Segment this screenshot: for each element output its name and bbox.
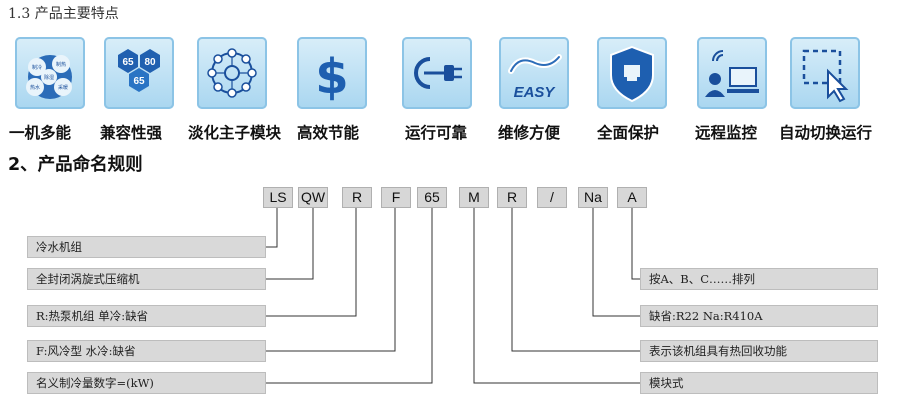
power-plug-icon (402, 37, 472, 109)
feature-label: 运行可靠 (405, 124, 468, 142)
desc-compressor: 全封闭涡旋式压缩机 (27, 268, 266, 290)
code-part-a: A (617, 187, 647, 208)
feature-label: 淡化主子模块 (188, 124, 282, 142)
desc-chiller: 冷水机组 (27, 236, 266, 258)
cursor-select-icon (790, 37, 860, 109)
section-title: 1.3 产品主要特点 (8, 6, 119, 22)
code-part-m: M (459, 187, 489, 208)
desc-modular: 模块式 (640, 372, 878, 394)
bubble-label: 采暖 (58, 84, 68, 91)
feature-label: 维修方便 (498, 124, 561, 142)
feature-label: 自动切换运行 (779, 124, 873, 142)
code-part-r: R (342, 187, 372, 208)
easy-badge: EASY (514, 84, 557, 101)
feature-label: 远程监控 (695, 124, 758, 142)
desc-air-cooled: F:风冷型 水冷:缺省 (27, 340, 266, 362)
code-part-ls: LS (263, 187, 293, 208)
desc-refrigerant: 缺省:R22 Na:R410A (640, 305, 878, 327)
compat-number: 80 (144, 57, 156, 68)
desc-sequence: 按A、B、C……排列 (640, 268, 878, 290)
feature-label: 高效节能 (297, 124, 360, 142)
code-part-r2: R (497, 187, 527, 208)
code-part-slash: / (537, 187, 567, 208)
feature-label: 全面保护 (597, 124, 660, 142)
code-part-qw: QW (298, 187, 328, 208)
feature-label: 一机多能 (9, 124, 72, 142)
wrench-easy-icon: EASY (499, 37, 569, 109)
code-part-na: Na (578, 187, 608, 208)
naming-title: 2、产品命名规则 (8, 155, 143, 175)
code-part-65: 65 (417, 187, 447, 208)
svg-text:$: $ (315, 49, 348, 105)
compat-number: 65 (133, 76, 145, 87)
feature-label: 兼容性强 (100, 124, 163, 142)
dollar-icon: $ (297, 37, 367, 109)
bubble-label: 制热 (56, 61, 66, 68)
bubble-label: 热水 (30, 84, 40, 91)
desc-heat-pump: R:热泵机组 单冷:缺省 (27, 305, 266, 327)
bubble-label: 制冷 (32, 64, 42, 71)
compat-number: 65 (122, 57, 134, 68)
module-network-icon (197, 37, 267, 109)
desc-heat-recovery: 表示该机组具有热回收功能 (640, 340, 878, 362)
compatibility-icon: 65 80 65 (104, 37, 174, 109)
multi-function-icon: 制冷 制热 热水 采暖 除湿 (15, 37, 85, 109)
desc-capacity: 名义制冷量数字=(kW) (27, 372, 266, 394)
shield-icon (597, 37, 667, 109)
bubble-label: 除湿 (44, 74, 54, 81)
code-part-f: F (381, 187, 411, 208)
remote-monitor-icon (697, 37, 767, 109)
